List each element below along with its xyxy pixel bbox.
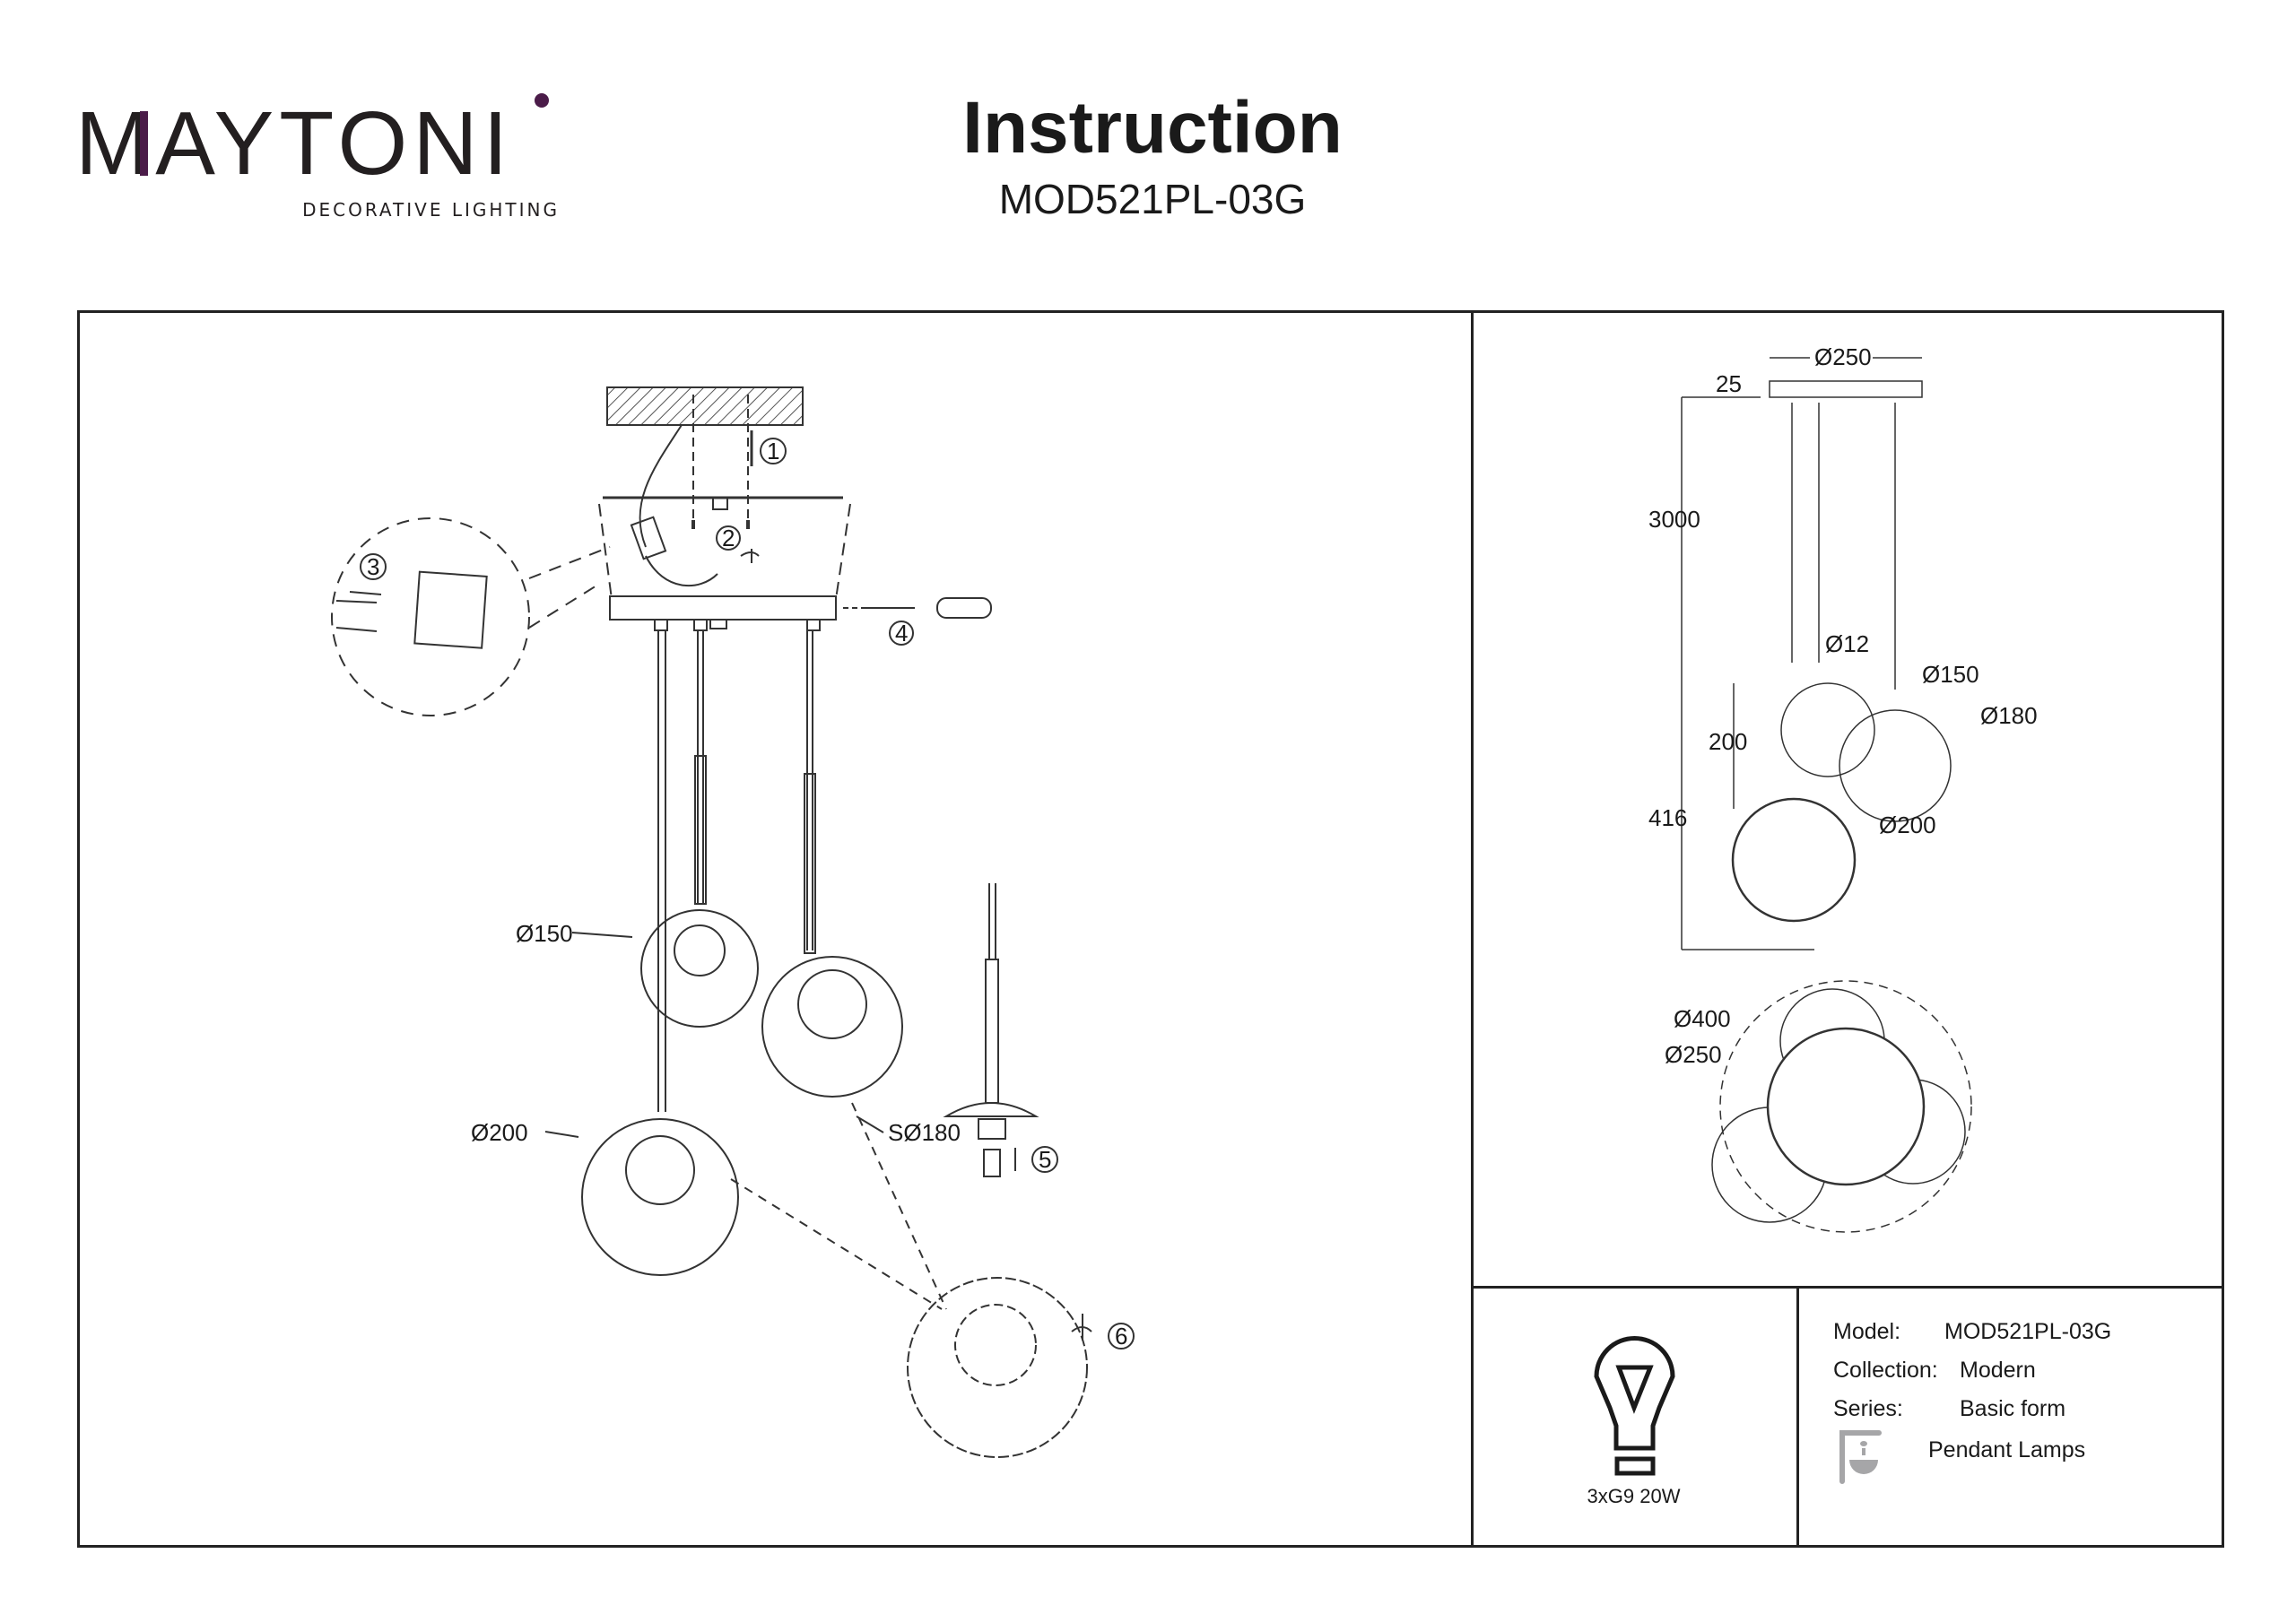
- label-d200: Ø200: [471, 1119, 528, 1146]
- label-sd180: SØ180: [888, 1119, 961, 1146]
- step-1-label: 1: [767, 438, 779, 464]
- divider: [1471, 310, 1474, 1548]
- step-2-badge: 2: [716, 525, 741, 551]
- shade-150: [640, 909, 759, 1028]
- model-value: MOD521PL-03G: [1944, 1319, 2112, 1344]
- pendant-lamp-icon: [1839, 1430, 1882, 1484]
- top-overall: [1719, 980, 1972, 1233]
- step-3-badge: 3: [360, 553, 387, 580]
- brand-logo: MAYTONI DECORATIVE LIGHTING: [75, 93, 560, 233]
- step-4-label: 4: [895, 620, 908, 647]
- assembly-diagram: 1 2 3 4 Ø150 Ø200 SØ180: [331, 386, 1135, 1458]
- label-d150: Ø150: [516, 920, 573, 947]
- bulb-spec: 3xG9 20W: [1587, 1485, 1681, 1507]
- logo-accent-dot: [535, 93, 549, 108]
- step-2-label: 2: [722, 525, 735, 551]
- model-code: MOD521PL-03G: [998, 176, 1307, 222]
- divider: [1471, 1286, 2224, 1289]
- side-shade-150: [1780, 682, 1875, 777]
- collection-label: Collection:: [1833, 1358, 1938, 1383]
- canopy-plate: [609, 595, 837, 621]
- divider: [1796, 1286, 1799, 1548]
- dim-overall-diameter: Ø400: [1674, 1005, 1731, 1032]
- dim-max-length: 3000: [1648, 506, 1700, 533]
- side-shade-200: [1731, 797, 1857, 923]
- step-6-badge: 6: [1108, 1323, 1135, 1350]
- step-1-badge: 1: [760, 438, 787, 464]
- series-label: Series:: [1833, 1396, 1903, 1421]
- dim-offset: 200: [1709, 728, 1747, 755]
- type-value: Pendant Lamps: [1928, 1437, 2086, 1462]
- light-bulb-icon: [1594, 1336, 1675, 1476]
- terminal-block: [413, 570, 488, 649]
- step-6-label: 6: [1115, 1323, 1127, 1350]
- dim-min-height: 416: [1648, 804, 1687, 831]
- model-label: Model:: [1833, 1319, 1901, 1344]
- brand-tagline: DECORATIVE LIGHTING: [302, 199, 560, 221]
- drawing-frame: [77, 310, 2224, 1548]
- collection-value: Modern: [1960, 1358, 2036, 1383]
- dim-rod-diameter: Ø12: [1825, 630, 1869, 657]
- shade-200: [581, 1118, 739, 1276]
- page-title: Instruction: [962, 87, 1343, 169]
- dim-canopy-diameter: Ø250: [1814, 343, 1872, 370]
- screwdriver-icon: [936, 597, 992, 619]
- ceiling: [606, 386, 804, 426]
- dim-top-canopy-diameter: Ø250: [1665, 1041, 1722, 1068]
- shade-180: [761, 956, 903, 1098]
- top-canopy: [1766, 1027, 1926, 1186]
- side-shade-180: [1839, 709, 1952, 822]
- step-5-badge: 5: [1031, 1146, 1058, 1173]
- dim-shade-small: Ø150: [1922, 661, 1979, 688]
- step-5-label: 5: [1039, 1146, 1051, 1173]
- detail-callout: [331, 517, 530, 716]
- logo-accent-bar: [140, 111, 148, 176]
- dimension-drawing: Ø250 25 3000 Ø12 Ø150 Ø180 Ø200 200 416 …: [1648, 343, 2038, 1233]
- dim-canopy-height: 25: [1716, 370, 1742, 397]
- step-4-badge: 4: [889, 620, 914, 647]
- series-value: Basic form: [1960, 1396, 2066, 1421]
- g9-bulb: [983, 1149, 1001, 1177]
- dim-shade-large: Ø200: [1879, 812, 1936, 838]
- dim-shade-medium: Ø180: [1980, 702, 2038, 729]
- shade-exploded: [907, 1277, 1088, 1458]
- step-3-label: 3: [367, 553, 379, 580]
